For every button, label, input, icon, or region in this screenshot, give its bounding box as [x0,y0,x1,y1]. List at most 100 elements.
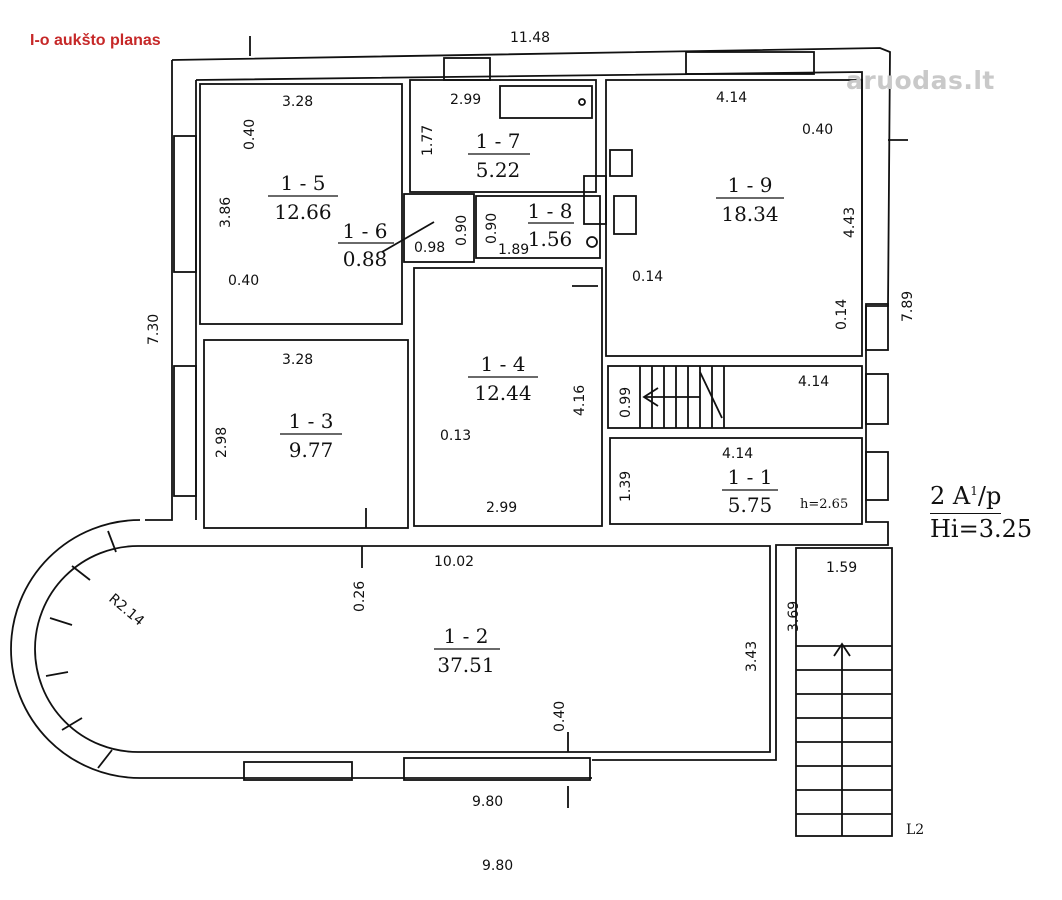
room-1-5-area: 12.66 [274,200,331,224]
dim-stair-height: 0.99 [618,387,634,418]
dim-r7-width: 2.99 [450,92,481,108]
dim-r1-height: 1.39 [618,471,634,502]
window-right-1 [865,303,889,351]
sink [613,195,637,235]
room-1-2-outline [34,545,771,753]
dim-stair-width: 4.14 [798,374,829,390]
dim-r5-width: 3.28 [282,94,313,110]
dim-r9-width: 4.14 [716,90,747,106]
room-1-3-id: 1 - 3 [289,409,334,433]
legend-line2: Hi=3.25 [930,515,1033,543]
window-left-1 [173,135,197,273]
dim-r9-wall-bottom: 0.14 [834,299,850,330]
dim-right-total: 7.89 [900,291,916,322]
dim-r3-wall: 0.13 [440,428,471,444]
tub-drain [578,98,586,106]
watermark-text: aruodas [846,66,964,95]
room-1-3-area: 9.77 [289,438,334,462]
floor-legend: 2 A1/p Hi=3.25 [930,476,1032,545]
bay-outer [10,519,592,779]
room-1-1-area: 5.75 [728,493,773,517]
legend-line1: 2 A1/p [930,476,1032,514]
dim-r9-height: 4.43 [842,207,858,238]
dim-top-total: 11.48 [510,30,550,46]
window-top-1 [443,57,491,81]
stair-arrow [642,387,659,407]
dimension-labels: 11.48 7.30 7.89 3.28 3.86 0.40 0.40 2.99… [105,30,924,874]
dim-r7-height: 1.77 [420,125,436,156]
room-1-5-id: 1 - 5 [281,171,326,195]
plan-linework [10,36,908,837]
plan-title: I-o aukšto planas [30,32,161,49]
watermark-suffix: .lt [963,66,995,95]
dim-r6-width: 0.98 [414,240,445,256]
vent-box [609,149,633,177]
dim-r5-wall-top: 0.40 [242,119,258,150]
dim-r4-width: 2.99 [486,500,517,516]
dim-r3-height: 2.98 [214,427,230,458]
legend-line1-tail: /p [977,482,1002,510]
room-1-7-area: 5.22 [476,158,521,182]
external-stair [795,547,893,837]
room-labels: 1 - 5 12.66 1 - 6 0.88 1 - 7 5.22 1 - 8 … [268,129,784,677]
dim-r3-width: 3.28 [282,352,313,368]
room-1-7-outline [409,79,597,193]
dim-ext-height: 3.69 [786,601,802,632]
staircase-outline [607,365,863,429]
window-right-3 [865,451,889,501]
external-stair-treads [796,645,892,836]
dim-r5-wall-left: 0.40 [228,273,259,289]
dim-r2-bottom: 9.80 [472,794,503,810]
legend-line1-text: 2 A [930,482,971,510]
room-1-6-id: 1 - 6 [343,219,388,243]
room-1-4-outline [413,267,603,527]
dim-r2-wall: 0.26 [352,581,368,612]
room-1-5-outline [199,83,403,325]
room-1-6-outline [403,193,475,263]
legend-line1-sup: 1 [970,484,978,498]
external-stair-arrow [833,642,851,657]
dim-r5-height: 3.86 [218,197,234,228]
left-wall [145,60,173,521]
wc-fixture [586,236,598,248]
room-1-1-id: 1 - 1 [728,465,773,489]
room-1-4-id: 1 - 4 [481,352,526,376]
dim-r8-height: 0.90 [484,213,500,244]
bathtub [499,85,593,119]
outer-wall [171,47,891,761]
window-right-2 [865,373,889,425]
dim-r1-h: h=2.65 [800,497,848,512]
room-1-3-outline [203,339,409,529]
room-1-8-id: 1 - 8 [528,199,573,223]
bay-window-segments [45,530,117,769]
window-bottom-2 [403,757,591,781]
room-1-6-area: 0.88 [343,247,388,271]
window-left-2 [173,365,197,497]
room-1-2-area: 37.51 [437,653,494,677]
label-l2: L2 [906,822,924,838]
room-1-9-area: 18.34 [721,202,778,226]
window-top-2 [685,51,815,75]
dim-r9-wall-right: 0.40 [802,122,833,138]
dim-ext-width: 1.59 [826,560,857,576]
chimney [583,175,607,225]
dim-r6-height: 0.90 [454,215,470,246]
dim-r2-top: 10.02 [434,554,474,570]
room-1-9-id: 1 - 9 [728,173,773,197]
dim-r8-width: 1.89 [498,242,529,258]
room-1-2-id: 1 - 2 [444,624,489,648]
room-1-4-area: 12.44 [474,381,531,405]
leader-1-6 [381,221,435,253]
dim-r4-height: 4.16 [572,385,588,416]
dim-r2-radius: R2.14 [105,591,147,630]
dim-r2-height: 3.43 [744,641,760,672]
room-1-8-area: 1.56 [528,227,573,251]
dim-bottom-cut: 9.80 [482,858,513,874]
dim-r9-wall-left: 0.14 [632,269,663,285]
room-1-8-outline [475,195,601,259]
stair-treads [639,366,725,428]
room-1-1-outline [609,437,863,525]
dim-r1-width: 4.14 [722,446,753,462]
watermark: aruodas.lt [846,66,995,95]
